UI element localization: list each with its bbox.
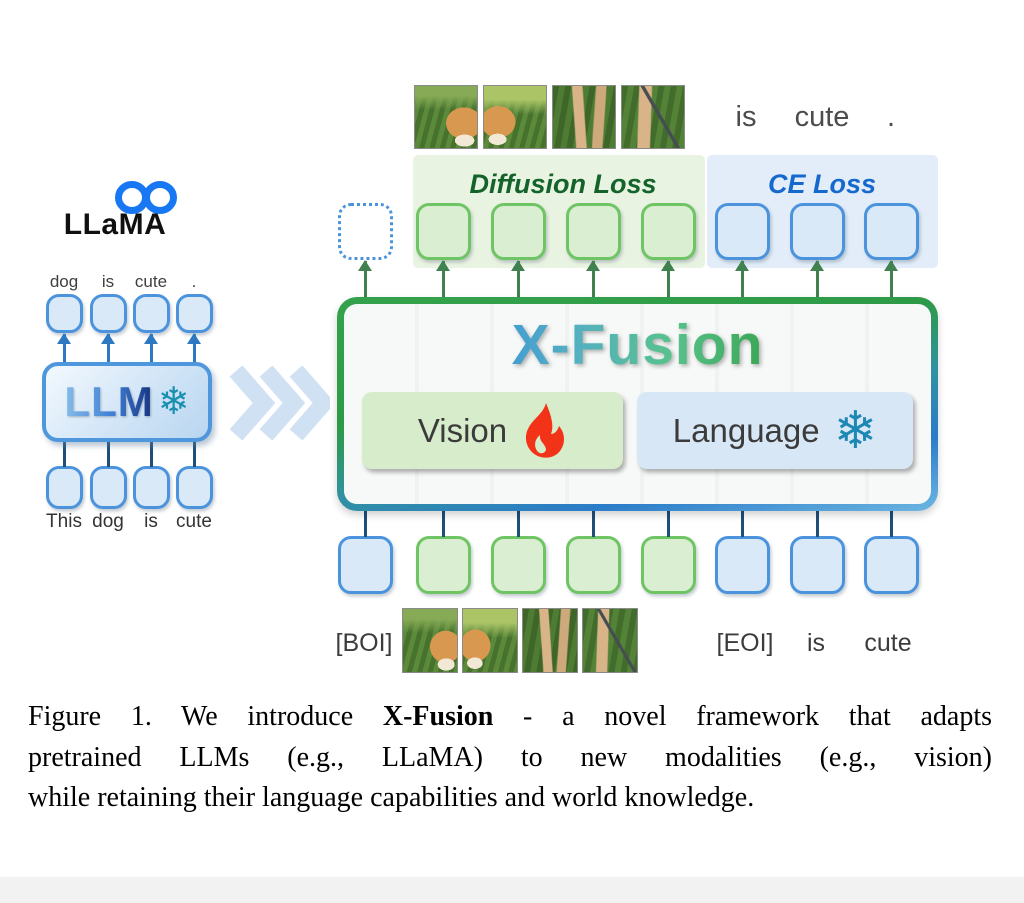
image-token bbox=[491, 203, 546, 260]
llm-input-word: cute bbox=[176, 511, 212, 532]
llm-box: LLM ❄ bbox=[42, 362, 212, 442]
input-dog-image-patch bbox=[582, 608, 638, 673]
image-token bbox=[491, 536, 546, 594]
text-token bbox=[864, 203, 919, 260]
llm-label: LLM bbox=[64, 378, 154, 425]
flow-arrow bbox=[734, 260, 749, 300]
llama-label: LLaMA bbox=[63, 208, 167, 241]
caption-bold-term: X-Fusion bbox=[382, 701, 494, 732]
text-token bbox=[133, 466, 170, 509]
triple-chevron-right-icon bbox=[229, 366, 330, 440]
flow-arrow bbox=[660, 260, 675, 300]
image-token bbox=[641, 203, 696, 260]
flow-arrow bbox=[510, 260, 525, 300]
text-token bbox=[715, 203, 770, 260]
input-dog-image-patch bbox=[402, 608, 458, 673]
flow-arrow bbox=[186, 333, 201, 363]
xfusion-box: X-Fusion Vision Language ❄ bbox=[337, 297, 938, 511]
image-token bbox=[416, 203, 471, 260]
text-token bbox=[715, 536, 770, 594]
flame-icon bbox=[526, 402, 565, 458]
flow-arrow bbox=[809, 260, 824, 300]
generated-word: cute bbox=[794, 101, 850, 133]
text-token bbox=[864, 536, 919, 594]
llm-output-word: . bbox=[191, 272, 197, 291]
language-label: Language bbox=[672, 411, 820, 449]
text-token bbox=[46, 294, 83, 333]
flow-arrow bbox=[56, 333, 71, 363]
connector-line bbox=[815, 511, 819, 537]
connector-line bbox=[591, 511, 595, 537]
text-token bbox=[176, 466, 213, 509]
text-token bbox=[90, 466, 127, 509]
connector-line bbox=[149, 442, 153, 467]
llm-input-word: is bbox=[144, 511, 158, 532]
image-token bbox=[416, 536, 471, 594]
language-module: Language ❄ bbox=[637, 392, 913, 469]
llm-output-word: dog bbox=[49, 272, 79, 291]
generated-dog-image-patch bbox=[414, 85, 478, 149]
xfusion-box-inner: X-Fusion Vision Language ❄ bbox=[344, 304, 931, 504]
llm-input-word: dog bbox=[92, 511, 124, 532]
caption-line: Figure 1. We introduce X-Fusion - a nove… bbox=[28, 701, 992, 732]
connector-line bbox=[441, 511, 445, 537]
ce-loss-label: CE Loss bbox=[767, 169, 877, 199]
flow-arrow bbox=[143, 333, 158, 363]
generated-dog-image-patch bbox=[552, 85, 616, 149]
input-dog-image-patch bbox=[522, 608, 578, 673]
connector-line bbox=[106, 442, 110, 467]
llm-input-word: This bbox=[46, 511, 82, 532]
input-word: is bbox=[806, 629, 826, 657]
image-token bbox=[566, 203, 621, 260]
diffusion-loss-label: Diffusion Loss bbox=[469, 169, 657, 199]
flow-arrow bbox=[585, 260, 600, 300]
input-dog-image-patch bbox=[462, 608, 518, 673]
masked-token bbox=[338, 203, 393, 260]
text-token bbox=[790, 536, 845, 594]
llm-output-word: cute bbox=[134, 272, 168, 291]
vision-label: Vision bbox=[417, 411, 508, 449]
text-token bbox=[790, 203, 845, 260]
flow-arrow bbox=[357, 260, 372, 300]
text-token bbox=[46, 466, 83, 509]
connector-line bbox=[363, 511, 367, 537]
connector-line bbox=[192, 442, 196, 467]
meta-infinity-logo bbox=[115, 181, 177, 214]
text-token bbox=[176, 294, 213, 333]
caption-line: while retaining their language capabilit… bbox=[28, 782, 755, 813]
connector-line bbox=[62, 442, 66, 467]
connector-line bbox=[889, 511, 893, 537]
input-word: cute bbox=[864, 629, 912, 657]
flow-arrow bbox=[100, 333, 115, 363]
page-bottom-bar bbox=[0, 877, 1024, 903]
snowflake-icon: ❄ bbox=[157, 381, 190, 423]
figure-caption: Figure 1. We introduce X-Fusion - a nove… bbox=[28, 697, 992, 819]
text-token bbox=[133, 294, 170, 333]
generated-dog-image-patch bbox=[621, 85, 685, 149]
flow-arrow bbox=[883, 260, 898, 300]
text-token bbox=[338, 536, 393, 594]
connector-line bbox=[666, 511, 670, 537]
snowflake-icon: ❄ bbox=[833, 401, 878, 460]
generated-word: . bbox=[886, 101, 896, 133]
generated-word: is bbox=[735, 101, 757, 133]
llm-output-word: is bbox=[101, 272, 115, 291]
vision-module: Vision bbox=[362, 392, 623, 469]
connector-line bbox=[740, 511, 744, 537]
eoi-token-label: [EOI] bbox=[716, 629, 774, 657]
flow-arrow bbox=[435, 260, 450, 300]
image-token bbox=[566, 536, 621, 594]
caption-line: pretrained LLMs (e.g., LLaMA) to new mod… bbox=[28, 741, 992, 773]
boi-token-label: [BOI] bbox=[335, 629, 393, 657]
text-token bbox=[90, 294, 127, 333]
image-token bbox=[641, 536, 696, 594]
connector-line bbox=[516, 511, 520, 537]
xfusion-title: X-Fusion bbox=[344, 312, 931, 378]
generated-dog-image-patch bbox=[483, 85, 547, 149]
